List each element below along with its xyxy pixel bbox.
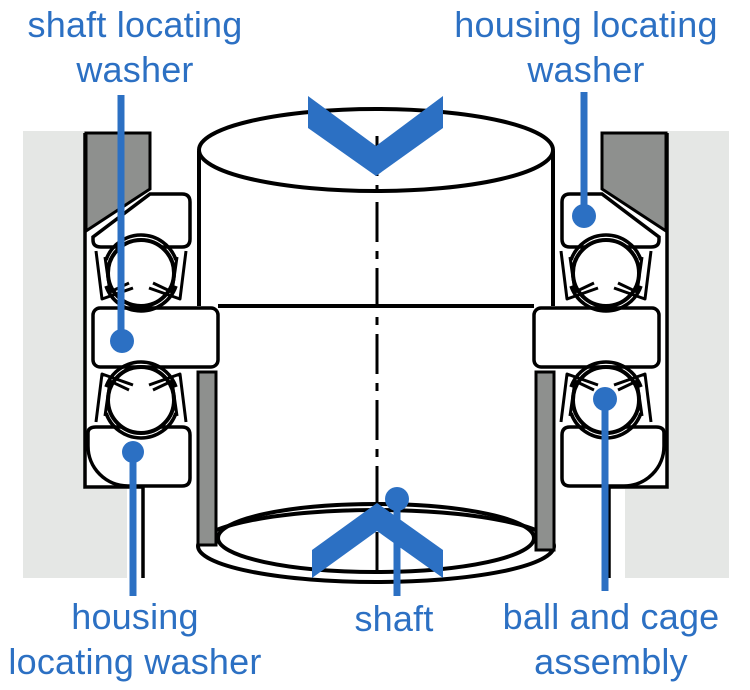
seating-ring-top-right <box>600 131 668 234</box>
housing-block-right <box>625 131 729 578</box>
label-shaft-locating-washer: shaft locating washer <box>27 4 243 90</box>
label-housing-locating-washer-top: housing locating washer <box>454 4 718 90</box>
housing-bore-edge-right <box>607 133 669 578</box>
leader-dot-housing-locating-washer-bottom <box>122 441 144 463</box>
housing-block-left <box>23 131 127 578</box>
spacer-sleeve-left <box>196 370 218 547</box>
label-shaft: shaft <box>354 598 434 639</box>
label-housing-locating-washer-bottom: housing locating washer <box>8 596 262 682</box>
spacer-sleeve-right <box>534 370 556 552</box>
housing <box>23 131 729 578</box>
housing-locating-washer-top-left <box>91 192 192 249</box>
axial-load-arrow-up-icon <box>312 503 443 578</box>
leader-dot-ball-and-cage <box>593 387 617 411</box>
housing-locating-washer-bottom-right <box>560 425 666 488</box>
housing-bore-edge-left <box>83 133 145 578</box>
shaft-upper-edges <box>197 151 555 306</box>
leader-dot-shaft <box>385 487 409 511</box>
callout-leaders <box>110 92 617 596</box>
axial-load-arrow-down-icon <box>308 96 443 176</box>
cage-claws <box>94 250 188 301</box>
label-ball-and-cage-assembly: ball and cage assembly <box>502 596 720 682</box>
leader-dot-shaft-locating-washer <box>110 329 134 353</box>
shaft-locating-washer-right <box>532 306 661 369</box>
leader-dot-housing-locating-washer-top <box>572 204 596 228</box>
load-arrows <box>308 96 443 578</box>
